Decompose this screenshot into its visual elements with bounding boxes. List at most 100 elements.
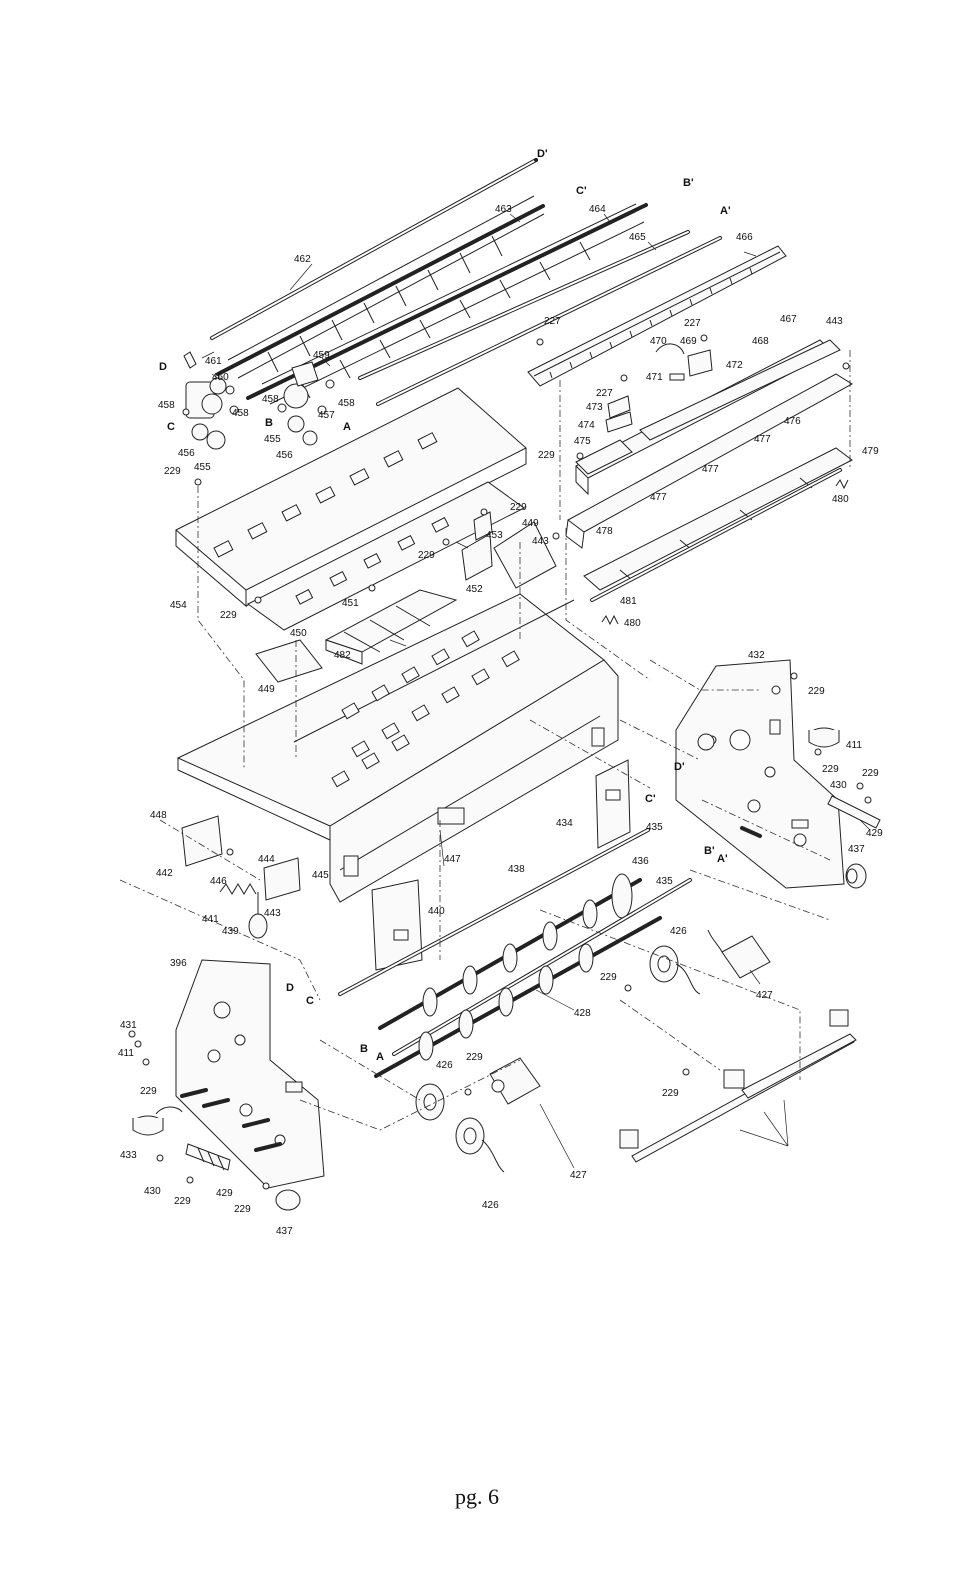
label-D: D — [159, 361, 167, 373]
part-label: 461 — [205, 356, 222, 367]
part-label: 456 — [276, 450, 293, 461]
part-label: 458 — [338, 398, 355, 409]
part-label: 459 — [313, 350, 330, 361]
part-label: 426 — [482, 1200, 499, 1211]
roller-shaft-463 — [216, 195, 545, 379]
shaft-letter-labels: D' C' B' A' D C B A D' C' B' A' D C B A — [159, 148, 731, 1063]
part-label: 442 — [156, 868, 173, 879]
part-label: 482 — [334, 650, 351, 661]
part-label: 477 — [650, 492, 667, 503]
part-label: 451 — [342, 598, 359, 609]
part-label: 436 — [632, 856, 649, 867]
side-plate-440 — [175, 959, 325, 1189]
roller-435 — [378, 873, 642, 1030]
part-label: 452 — [466, 584, 483, 595]
part-label: 480 — [624, 618, 641, 629]
bracket-439 — [371, 879, 423, 971]
flap-451 — [324, 589, 458, 665]
part-label: 476 — [784, 416, 801, 427]
pad-strip-475 — [575, 439, 633, 475]
part-label: 456 — [178, 448, 195, 459]
roller-shaft-464 — [246, 203, 648, 405]
part-label: 229 — [174, 1196, 191, 1207]
part-label: 455 — [264, 434, 281, 445]
motor-428-center — [489, 1057, 541, 1105]
shaft-462 — [210, 158, 538, 340]
label-A: A — [343, 421, 351, 433]
part-label: 447 — [444, 854, 461, 865]
part-label: 435 — [656, 876, 673, 887]
motor-345-lower — [455, 1117, 505, 1173]
label-D-2: D — [286, 982, 294, 994]
part-label: 229 — [538, 450, 555, 461]
part-label: 479 — [862, 446, 879, 457]
part-label: 427 — [570, 1170, 587, 1181]
bracket-473-474 — [605, 395, 633, 433]
part-label: 437 — [848, 844, 865, 855]
part-label: 229 — [662, 1088, 679, 1099]
part-label: 475 — [574, 436, 591, 447]
part-label: 229 — [220, 610, 237, 621]
part-label: 411 — [118, 1048, 134, 1059]
label-C-prime-2: C' — [645, 793, 656, 805]
motor-345-right — [649, 945, 701, 995]
label-A-2: A — [376, 1051, 384, 1063]
assembly-lines — [119, 350, 851, 1131]
bracket-447 — [181, 815, 223, 867]
part-label: 450 — [290, 628, 307, 639]
part-label: 480 — [832, 494, 849, 505]
guide-rack-466 — [527, 245, 787, 387]
part-label: 469 — [680, 336, 697, 347]
part-label: 467 — [780, 314, 797, 325]
foot-429-left — [275, 1189, 301, 1211]
main-frame-438 — [176, 593, 619, 903]
label-C: C — [167, 421, 175, 433]
bracket-430-left — [185, 1143, 231, 1171]
part-label: 468 — [752, 336, 769, 347]
part-label: 229 — [164, 466, 181, 477]
shaft-A — [376, 236, 722, 406]
clip-426-right — [829, 1009, 849, 1027]
part-label: 229 — [600, 972, 617, 983]
part-label: 435 — [646, 822, 663, 833]
part-label: 434 — [556, 818, 573, 829]
part-label: 446 — [210, 876, 227, 887]
part-label: 455 — [194, 462, 211, 473]
part-label: 396 — [170, 958, 187, 969]
part-label: 478 — [596, 526, 613, 537]
part-label: 229 — [822, 764, 839, 775]
part-label: 477 — [702, 464, 719, 475]
label-A-prime: A' — [720, 205, 731, 217]
part-label: 443 — [826, 316, 843, 327]
bracket-430-right — [827, 795, 881, 829]
part-label: 458 — [262, 394, 279, 405]
spring-480 — [601, 479, 849, 626]
gear-441 — [248, 892, 268, 939]
part-label: 433 — [120, 1150, 137, 1161]
part-label: 430 — [830, 780, 847, 791]
part-label: 448 — [150, 810, 167, 821]
part-label: 411 — [846, 740, 862, 751]
part-label: 227 — [544, 316, 561, 327]
motor-345-center — [415, 1083, 445, 1121]
clip-426-left — [619, 1129, 639, 1149]
part-number-labels: 462 463 464 465 466 461 460 458 458 456 … — [118, 204, 883, 1237]
part-label: 460 — [212, 372, 229, 383]
foot-432-right — [808, 727, 840, 748]
part-label: 229 — [140, 1086, 157, 1097]
part-label: 457 — [318, 410, 335, 421]
part-label: 430 — [144, 1186, 161, 1197]
part-label: 229 — [234, 1204, 251, 1215]
guide-450 — [247, 481, 525, 631]
part-label: 432 — [748, 650, 765, 661]
part-label: 453 — [486, 530, 503, 541]
part-label: 449 — [258, 684, 275, 695]
part-label: 426 — [670, 926, 687, 937]
part-label: 471 — [646, 372, 663, 383]
part-label: 229 — [808, 686, 825, 697]
label-B-2: B — [360, 1043, 368, 1055]
part-label: 470 — [650, 336, 667, 347]
part-label: 427 — [756, 990, 773, 1001]
part-label: 464 — [589, 204, 606, 215]
